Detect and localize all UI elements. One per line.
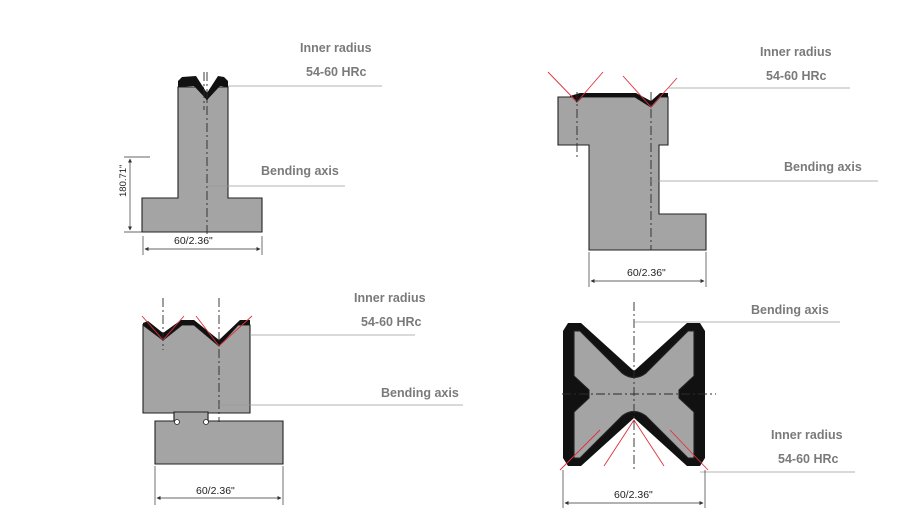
four-way-width-dim: 60/2.36" xyxy=(614,489,653,501)
tool-four-way: Bending axis Inner radius 54-60 HRc 60/2… xyxy=(559,302,855,508)
tool-offset-v: Inner radius 54-60 HRc Bending axis 60/2… xyxy=(141,291,463,505)
tool-double-v: Inner radius 54-60 HRc Bending axis 60/2… xyxy=(547,45,878,287)
single-v-inner-radius-label: Inner radius xyxy=(300,41,372,55)
single-v-hardness-label: 54-60 HRc xyxy=(306,65,366,79)
single-v-body xyxy=(141,86,263,233)
tool-single-v: Inner radius 54-60 HRc Bending axis 60/2… xyxy=(118,41,382,255)
double-v-hardened-edge xyxy=(570,93,668,107)
offset-v-hardened-edge xyxy=(143,320,250,346)
single-v-height-dim: 180.71" xyxy=(118,165,129,197)
offset-v-inner-radius-label: Inner radius xyxy=(354,291,426,305)
offset-v-width-dim: 60/2.36" xyxy=(196,485,235,497)
double-v-inner-radius-label: Inner radius xyxy=(760,45,832,59)
offset-v-bending-axis-label: Bending axis xyxy=(381,386,459,400)
four-way-hardness-label: 54-60 HRc xyxy=(778,452,838,466)
offset-v-hardness-label: 54-60 HRc xyxy=(361,315,421,329)
single-v-hardened-edge xyxy=(178,76,228,100)
single-v-bending-axis-label: Bending axis xyxy=(261,164,339,178)
double-v-hardness-label: 54-60 HRc xyxy=(766,69,826,83)
single-v-width-dim: 60/2.36" xyxy=(174,235,213,247)
double-v-width-dim: 60/2.36" xyxy=(627,267,666,279)
double-v-body xyxy=(557,96,707,251)
four-way-bending-axis-label: Bending axis xyxy=(751,303,829,317)
four-way-inner-radius-label: Inner radius xyxy=(771,428,843,442)
double-v-bending-axis-label: Bending axis xyxy=(784,160,862,174)
offset-v-body xyxy=(142,323,251,422)
